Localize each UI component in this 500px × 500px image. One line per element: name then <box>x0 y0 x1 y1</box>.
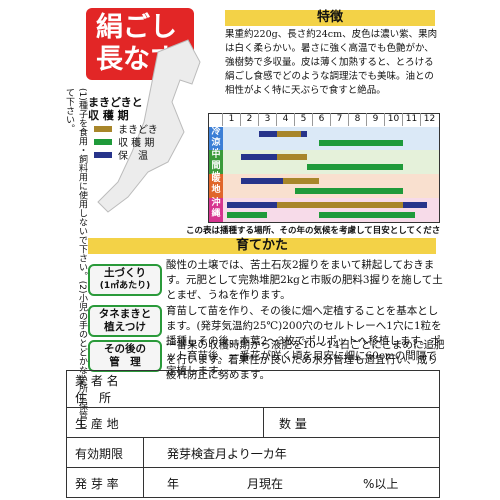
middle-sowing-bar <box>277 154 307 160</box>
care-text-soil: 酸性の土壌では、苦土石灰2握りをまいて耕起しておきます。元肥として完熟堆肥2kg… <box>166 259 443 301</box>
care-label-soil: 土づくり (1㎡あたり) <box>88 264 162 296</box>
month-label-11: 11 <box>402 113 420 126</box>
region-label-okinawa: 沖縄 <box>209 198 223 222</box>
cool-harvest-bar <box>319 140 403 146</box>
legend-item-harvest: 収 穫 期 <box>94 135 183 149</box>
title-line1: 絹ごし <box>96 12 177 43</box>
origin-label: 生 産 地 <box>75 416 119 431</box>
month-label-2: 2 <box>240 113 258 126</box>
address-label: 住 所 <box>75 391 112 405</box>
middle-warming-bar <box>241 154 295 160</box>
safety-note: (1)種子を食用・飼料用に使用しないで下さい。(2)小児の手のとどかない所に保管… <box>64 88 87 429</box>
germination-percent: %以上 <box>363 476 399 491</box>
validity-label: 有効期限 <box>75 446 124 461</box>
row-origin: 生 産 地 数 量 <box>67 407 439 438</box>
germination-label: 発 芽 率 <box>75 476 119 491</box>
features-heading: 特徴 <box>225 10 435 26</box>
month-label-3: 3 <box>258 113 276 126</box>
month-label-6: 6 <box>312 113 330 126</box>
legend-swatch-harvest <box>94 138 112 145</box>
legend-swatch-sowing <box>94 125 112 132</box>
care-heading: 育てかた <box>88 238 436 254</box>
region-label-warm: 暖地 <box>209 174 223 198</box>
month-label-7: 7 <box>330 113 348 126</box>
row-germination: 発 芽 率 年 月現在 %以上 <box>67 467 439 498</box>
month-label-5: 5 <box>294 113 312 126</box>
features-text: 果重約220g、長さ約24cm、皮色は濃い紫、果肉は白く柔らかい。暑さに強く高温… <box>225 29 438 96</box>
germination-year: 年 <box>167 476 180 491</box>
validity-value: 発芽検査月より一カ年 <box>167 446 287 461</box>
warm-warming-bar <box>241 178 295 184</box>
middle-harvest-bar <box>307 164 403 170</box>
company-label: 業 者 名 <box>75 374 119 388</box>
planting-calendar: 冷涼地 中間地 暖地 沖縄 <box>208 113 440 223</box>
region-band-middle <box>223 150 439 174</box>
month-label-8: 8 <box>348 113 366 126</box>
legend: まきどきと 収 穫 期 まきどき 収 穫 期 保 温 <box>88 96 183 162</box>
region-band-okinawa <box>223 198 439 222</box>
month-label-9: 9 <box>366 113 384 126</box>
warm-harvest-bar <box>295 188 403 194</box>
legend-swatch-warming <box>94 151 112 158</box>
germination-month: 月現在 <box>247 476 284 491</box>
quantity-label: 数 量 <box>279 416 307 431</box>
care-label-sowing: タネまきと 植えつけ <box>88 305 162 337</box>
row-company: 業 者 名 住 所 <box>67 371 439 407</box>
info-table: 業 者 名 住 所 生 産 地 数 量 有効期限 発芽検査月より一カ年 発 芽 … <box>66 370 440 498</box>
care-label-after: その後の 管 理 <box>88 340 162 372</box>
care-text-after: 一番果の収穫時期から液肥を10～14日ごとにこまめに追肥を行います。着果性が良い… <box>166 339 445 381</box>
okinawa-harvest-bar-early <box>227 212 267 218</box>
okinawa-sowing-bar <box>277 202 403 208</box>
month-label-4: 4 <box>276 113 294 126</box>
care-text-sowing: 育苗して苗を作り、その後に畑へ定植することを基本とします。(発芽気温約25℃)2… <box>166 305 442 377</box>
japan-map-illustration <box>97 39 201 213</box>
row-validity: 有効期限 発芽検査月より一カ年 <box>67 437 439 468</box>
product-title: 絹ごし 長なす <box>86 8 194 80</box>
region-band-warm <box>223 174 439 198</box>
region-band-cool <box>223 127 439 150</box>
month-label-10: 10 <box>384 113 402 126</box>
legend-item-sowing: まきどき <box>94 122 183 136</box>
legend-item-warming: 保 温 <box>94 148 183 162</box>
legend-title-1: まきどきと <box>88 96 143 109</box>
region-label-middle: 中間地 <box>209 150 223 182</box>
month-label-12: 12 <box>420 113 438 126</box>
month-label-1: 1 <box>222 113 240 126</box>
legend-title-2: 収 穫 期 <box>88 109 129 122</box>
warm-sowing-bar <box>283 178 319 184</box>
okinawa-harvest-bar <box>319 212 415 218</box>
region-label-cool: 冷涼地 <box>209 127 223 159</box>
cool-sowing-bar <box>277 131 301 137</box>
